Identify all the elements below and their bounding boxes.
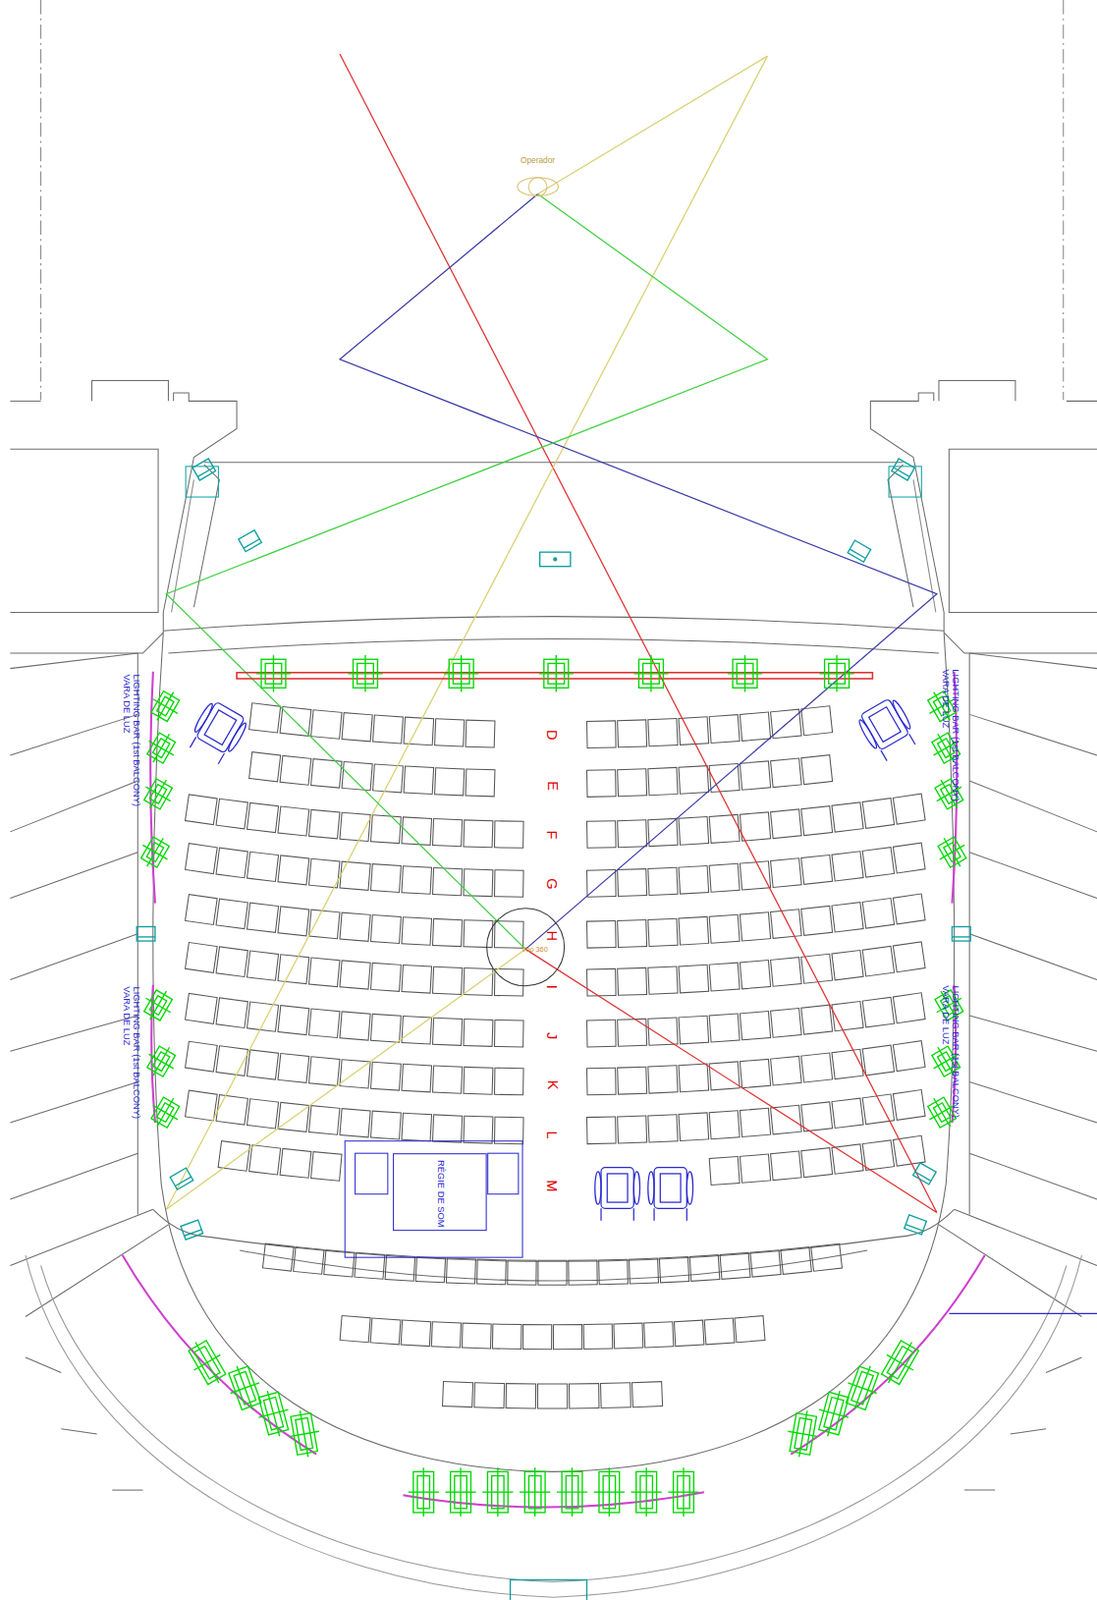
lighting-bar-label: LIGHTING BAR (1st BALCONY) — [950, 668, 960, 802]
row-letter: H — [545, 931, 560, 942]
lighting-bar-label: VARA DE LUZ — [939, 985, 949, 1044]
plan-label: Voo 360 — [521, 945, 549, 953]
row-letter: E — [545, 780, 560, 791]
row-letter: F — [545, 830, 560, 840]
row-letter: D — [545, 729, 560, 741]
lighting-bar-label: LIGHTING BAR (1st BALCONY) — [950, 985, 960, 1118]
lighting-bar-label: LIGHTING BAR (1st BALCONY) — [131, 673, 141, 807]
plan-label: Operador — [520, 157, 555, 165]
lighting-bar-label: VARA DE LUZ — [121, 673, 131, 733]
row-letter: G — [545, 877, 560, 889]
control-booth: RÉGIE DE SOM — [392, 1152, 488, 1231]
row-letter: I — [545, 985, 560, 989]
row-letter: K — [545, 1080, 560, 1091]
row-letter: L — [545, 1130, 560, 1139]
lighting-bar-label: VARA DE LUZ — [121, 986, 131, 1045]
row-letter: J — [545, 1032, 560, 1040]
lighting-bar-label: VARA DE LUZ — [939, 668, 949, 728]
booth-label: RÉGIE DE SOM — [436, 1158, 445, 1227]
row-letter: M — [545, 1179, 560, 1192]
lighting-bar-label: LIGHTING BAR (1st BALCONY) — [131, 986, 141, 1119]
